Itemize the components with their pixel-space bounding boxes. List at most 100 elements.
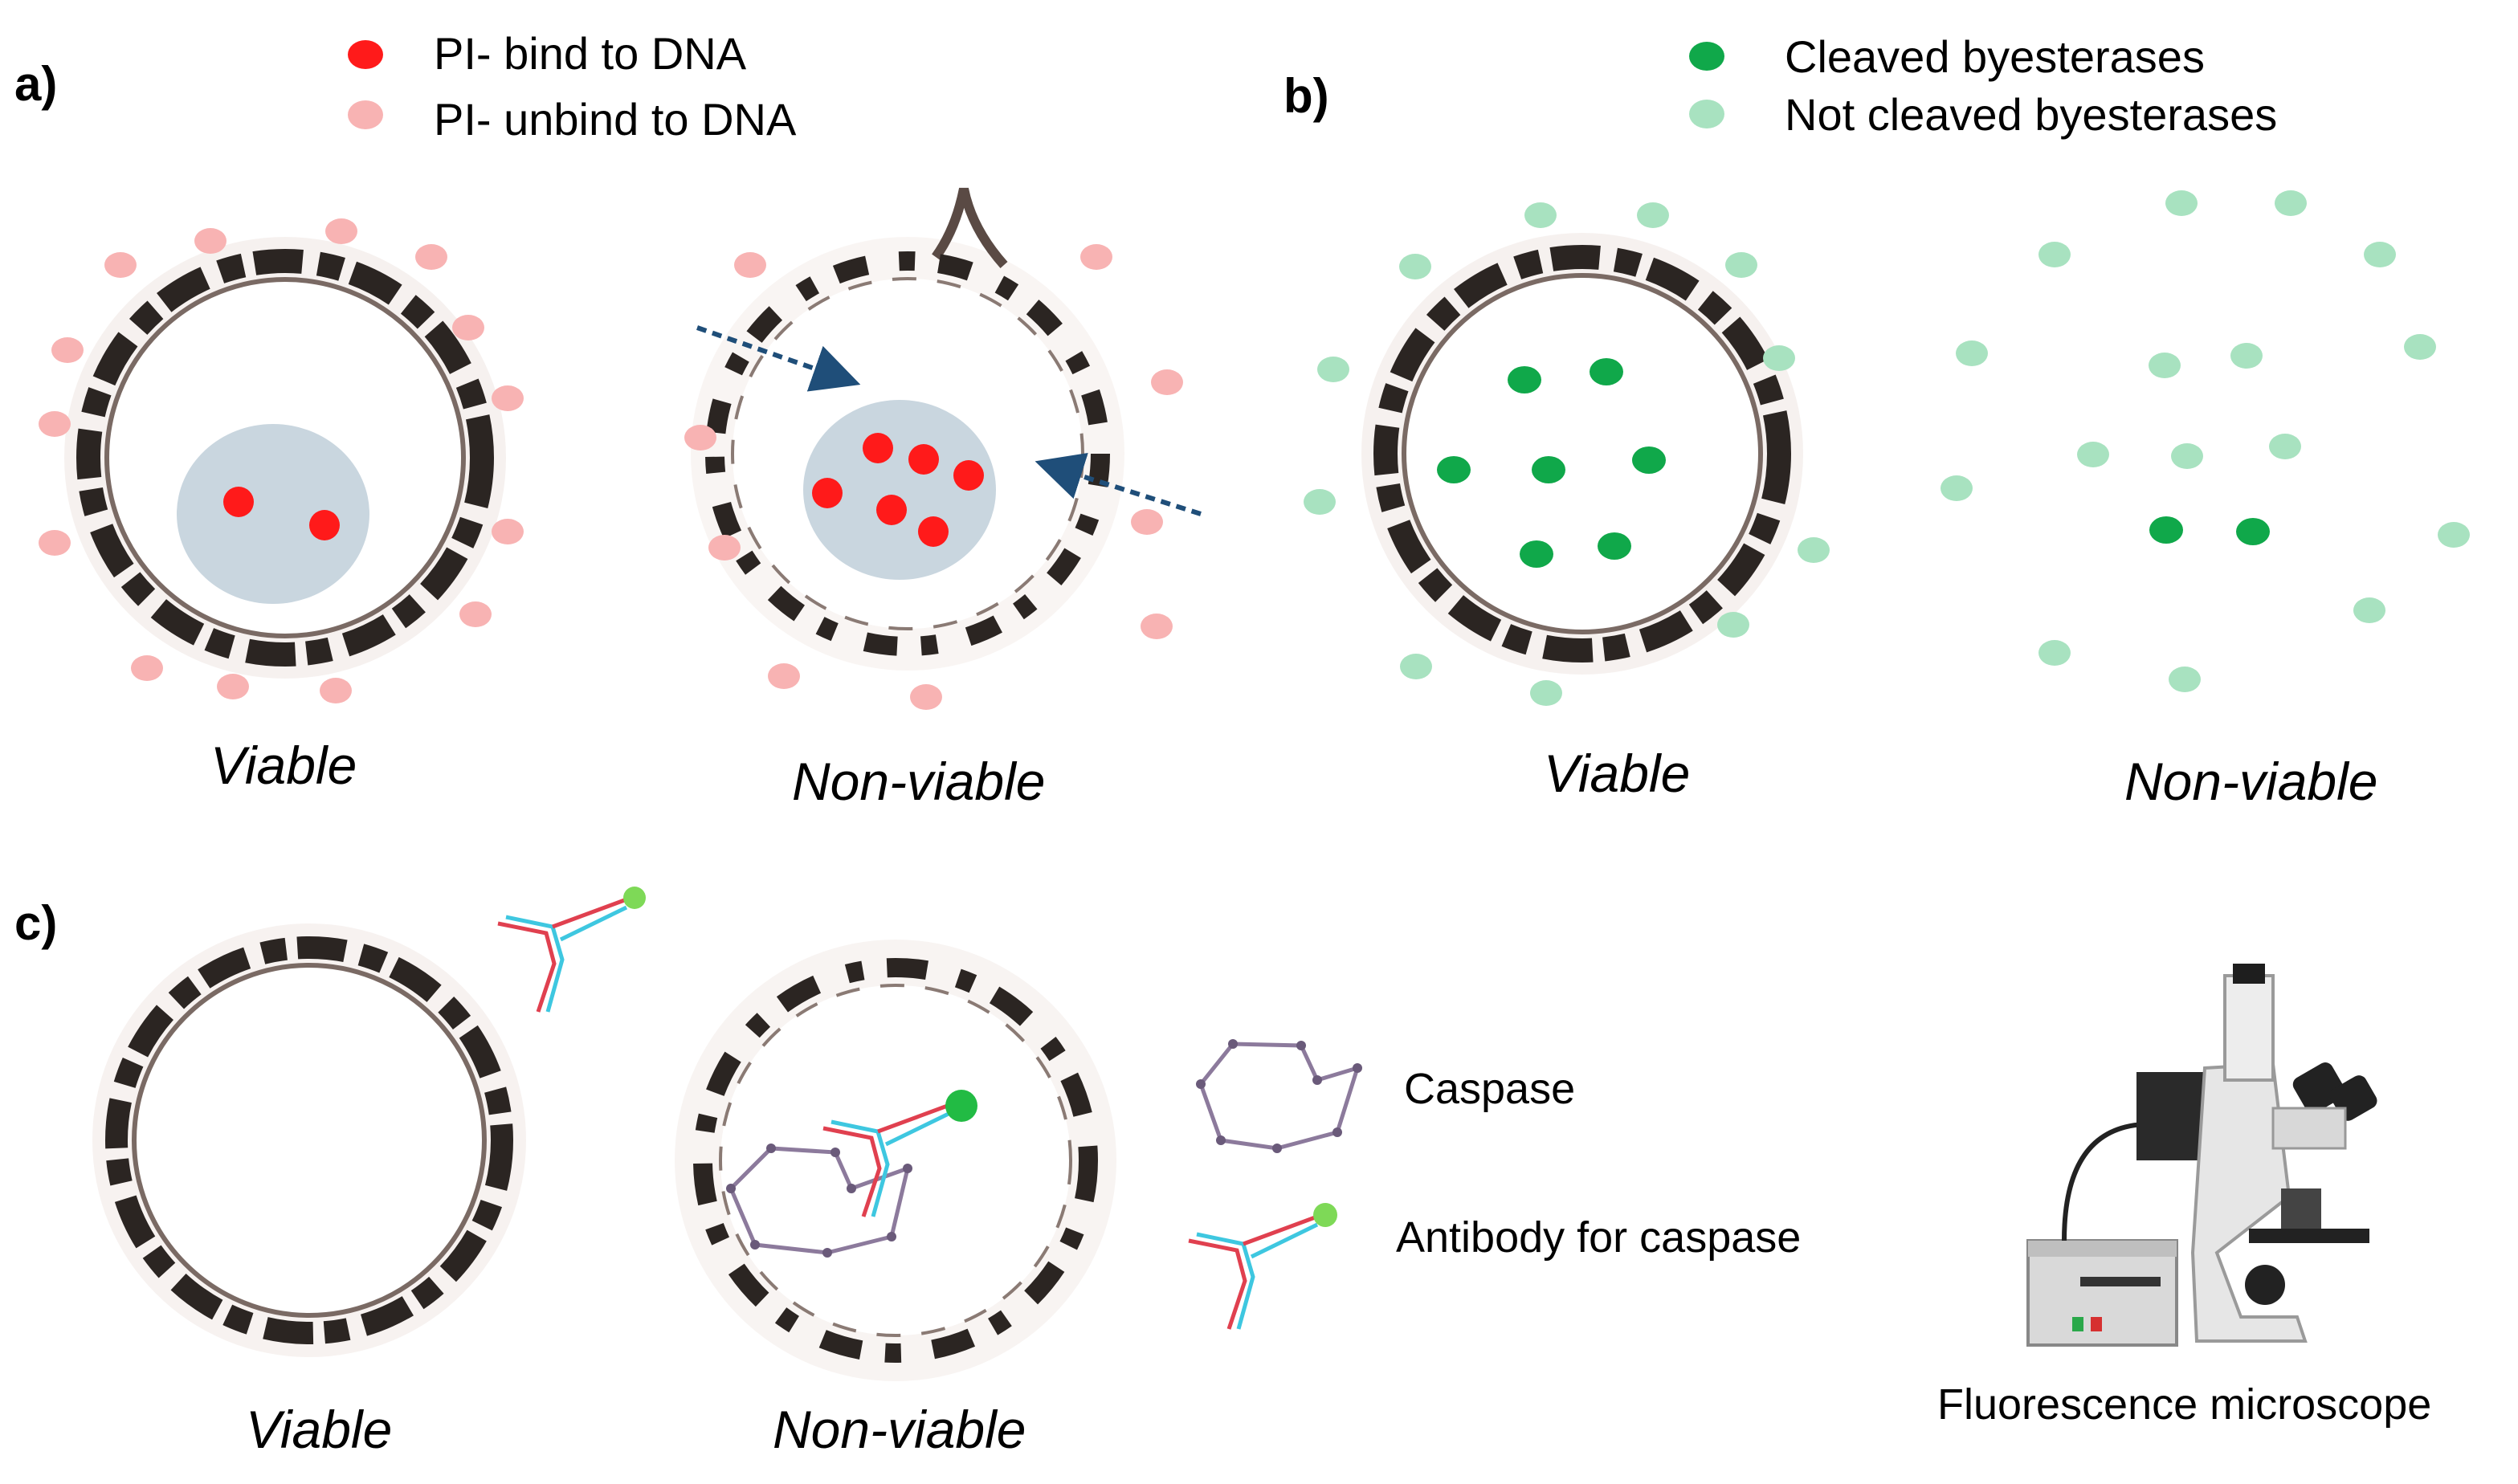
not-cleaved-dot <box>1400 654 1432 679</box>
legend-not-cleaved-label: Not cleaved byesterases <box>1785 89 2278 140</box>
cell-b-viable <box>1361 233 1803 675</box>
not-cleaved-dot <box>1637 202 1669 228</box>
not-cleaved-dot <box>2169 667 2201 692</box>
cleaved-dot <box>1632 446 1666 474</box>
pi-unbound-dot <box>1080 244 1112 270</box>
cleaved-dot <box>1598 532 1631 560</box>
cell-c-viable-membrane <box>105 936 513 1344</box>
focus-knob <box>2245 1265 2285 1305</box>
cleaved-dot <box>1437 456 1471 483</box>
cleaved-dot <box>2236 518 2270 545</box>
pi-bound-dot <box>223 487 254 517</box>
pi-unbound-dot <box>39 411 71 437</box>
cell-c-viable <box>92 923 526 1357</box>
caption-a-nonviable: Non-viable <box>792 752 1046 811</box>
antibody-icon <box>822 1090 977 1217</box>
pi-unbound-dot <box>415 244 447 270</box>
legend-pi-bound-label: PI- bind to DNA <box>434 28 747 79</box>
not-cleaved-dot <box>1304 489 1336 515</box>
cell-a-viable-membrane <box>76 249 494 667</box>
legend-antibody-label: Antibody for caspase <box>1396 1213 1802 1262</box>
not-cleaved-dot <box>2353 597 2385 623</box>
legend-cleaved-dot <box>1689 42 1724 71</box>
pi-unbound-dot <box>768 663 800 689</box>
cell-c-nonviable-membrane-inner <box>719 984 1072 1337</box>
not-cleaved-dot <box>2364 242 2396 267</box>
antibody-icon <box>497 887 646 1013</box>
not-cleaved-dot <box>1530 680 1562 706</box>
cell-b-viable-membrane <box>1373 245 1791 662</box>
pi-bound-dot <box>309 510 340 540</box>
cell-a-viable <box>64 237 506 679</box>
legend-pi-unbound-dot <box>348 100 383 129</box>
not-cleaved-dot <box>2275 190 2307 216</box>
legend-not-cleaved-dot <box>1689 100 1724 128</box>
caspase-icon <box>726 1144 912 1258</box>
caption-c-viable: Viable <box>246 1400 393 1459</box>
not-cleaved-dot <box>1524 202 1557 228</box>
pi-unbound-dot <box>492 385 524 411</box>
pi-unbound-dot <box>708 535 741 561</box>
antibody-icon <box>1188 1203 1337 1330</box>
microscope-icon <box>2026 964 2377 1347</box>
not-cleaved-dot <box>1399 254 1431 279</box>
nonviable-b-dots <box>1941 190 2470 692</box>
cell-a-nonviable-spike <box>932 187 1008 268</box>
cleaved-dot <box>2149 516 2183 544</box>
not-cleaved-dot <box>1725 252 1757 278</box>
caption-b-viable: Viable <box>1544 744 1691 803</box>
pi-unbound-dot <box>320 678 352 703</box>
microscope-label: Fluorescence microscope <box>1937 1380 2432 1429</box>
not-cleaved-dot <box>2038 640 2071 666</box>
not-cleaved-dots-viable <box>1304 202 1830 706</box>
pi-bound-dot <box>908 444 939 475</box>
not-cleaved-dot <box>2165 190 2198 216</box>
cleaved-dot <box>1590 358 1623 385</box>
not-cleaved-dot <box>1798 537 1830 563</box>
not-cleaved-dot <box>2438 522 2470 548</box>
not-cleaved-dot <box>1941 475 1973 501</box>
pi-bound-dot <box>918 516 949 547</box>
pi-unbound-dot <box>1151 369 1183 395</box>
pi-unbound-dot <box>104 252 137 278</box>
legend-pi-unbound-label: PI- unbind to DNA <box>434 94 797 145</box>
pi-unbound-dots-nonviable <box>684 244 1183 710</box>
cell-c-nonviable <box>675 940 1116 1381</box>
legend-cleaved-label: Cleaved byesterases <box>1785 31 2205 82</box>
cleaved-dot <box>1520 540 1553 568</box>
pi-unbound-dot <box>492 519 524 544</box>
pi-bound-dot <box>812 478 843 508</box>
pi-bound-dot <box>863 433 893 463</box>
caption-a-viable: Viable <box>210 736 357 795</box>
not-cleaved-dot <box>1317 357 1349 382</box>
cell-b-viable-membrane-inner <box>1402 273 1763 634</box>
panel-label-c: c) <box>14 896 58 950</box>
pi-unbound-dot <box>39 530 71 556</box>
not-cleaved-dot <box>1717 612 1749 638</box>
pi-unbound-dot <box>325 218 357 244</box>
caption-b-nonviable: Non-viable <box>2124 752 2378 811</box>
not-cleaved-dot <box>2404 334 2436 360</box>
not-cleaved-dot <box>2171 443 2203 469</box>
pi-unbound-dot <box>1131 509 1163 535</box>
pi-bound-dot <box>876 495 907 525</box>
pi-unbound-dot <box>51 337 84 363</box>
cell-a-nonviable-membrane <box>705 251 1110 656</box>
not-cleaved-dot <box>2038 242 2071 267</box>
legend-caspase-label: Caspase <box>1404 1065 1576 1113</box>
not-cleaved-dot <box>2269 434 2301 459</box>
cleaved-dot <box>1532 456 1565 483</box>
not-cleaved-dot <box>2149 353 2181 378</box>
pi-unbound-dot <box>194 228 226 254</box>
pi-unbound-dot <box>1141 614 1173 639</box>
nucleus <box>177 424 369 604</box>
pi-unbound-dot <box>131 655 163 681</box>
influx-arrow <box>696 325 861 392</box>
not-cleaved-dot <box>1763 345 1795 371</box>
not-cleaved-dot <box>1956 340 1988 366</box>
legend-pi-bound-dot <box>348 40 383 69</box>
not-cleaved-dot <box>2230 343 2263 369</box>
cell-c-nonviable-membrane <box>693 958 1098 1363</box>
cleaved-dot <box>1508 366 1541 393</box>
influx-arrow <box>1035 452 1202 516</box>
